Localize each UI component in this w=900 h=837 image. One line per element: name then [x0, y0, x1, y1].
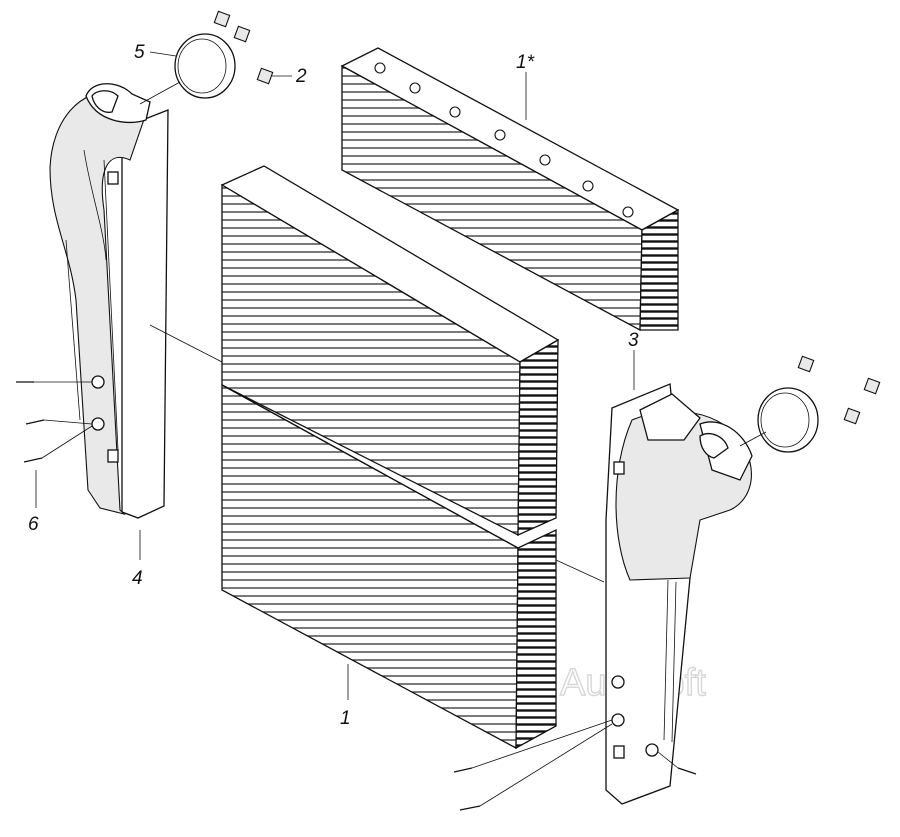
part-2-plugs-left	[213, 10, 274, 85]
part-6-studs-right	[453, 767, 697, 811]
part-1-main-core	[220, 165, 560, 750]
part-4-left-tank	[49, 83, 169, 519]
callout-3: 3	[628, 330, 639, 351]
part-1-star-core	[340, 47, 680, 332]
callout-1: 1	[340, 708, 351, 729]
part-5-cap-right	[757, 387, 819, 453]
callout-4: 4	[132, 568, 143, 589]
callout-1-star: 1*	[516, 52, 535, 73]
part-5-cap-left	[174, 33, 236, 99]
leader-lines	[34, 51, 767, 807]
callout-2: 2	[295, 66, 307, 87]
callout-5: 5	[134, 42, 145, 63]
part-3-right-tank	[605, 383, 753, 805]
callout-6: 6	[28, 514, 39, 535]
part-2-plugs-right	[797, 355, 881, 425]
part-6-studs-left	[16, 381, 45, 463]
